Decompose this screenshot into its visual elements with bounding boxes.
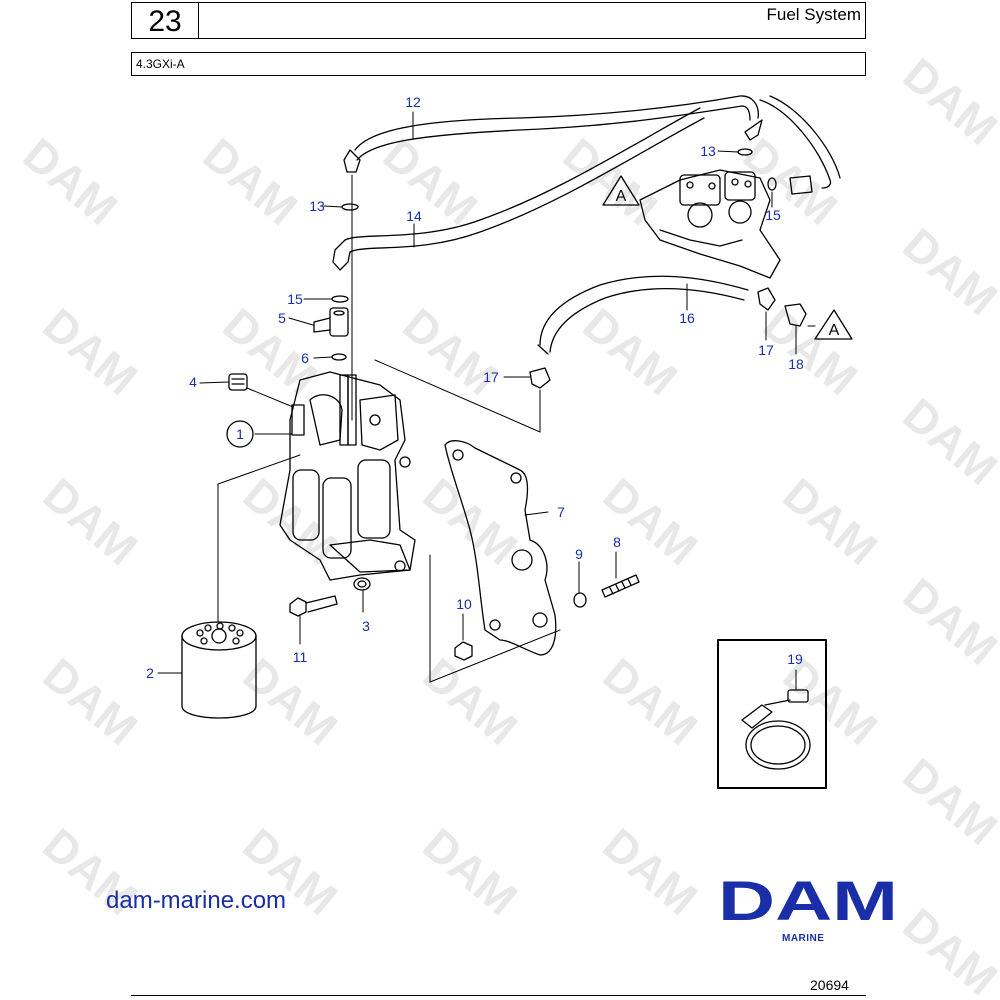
watermark-text: DAM [894, 898, 1000, 1000]
watermark-text: DAM [34, 298, 148, 405]
bottom-rule [131, 995, 866, 996]
reference-triangle-a [602, 175, 640, 206]
callout-9: 9 [575, 546, 583, 562]
fuel-filter-2 [181, 621, 257, 719]
callout-5: 5 [278, 310, 286, 326]
callout-14: 14 [406, 208, 422, 224]
o-ring-15 [331, 295, 349, 303]
watermark-text: DAM [414, 468, 528, 575]
watermark-text: DAM [414, 648, 528, 755]
callout-15: 15 [287, 291, 303, 307]
watermark-text: DAM [894, 568, 1000, 675]
fuel-hose-16 [537, 275, 749, 355]
watermark-text: DAM [594, 648, 708, 755]
callout-13: 13 [309, 198, 325, 214]
watermark-text: DAM [414, 818, 528, 925]
watermark-text: DAM [394, 298, 508, 405]
page-title: Fuel System [766, 5, 861, 24]
throttle-body-unit [639, 169, 781, 279]
reference-triangle-a [814, 309, 853, 340]
callout-15: 15 [765, 207, 781, 223]
watermark-text: DAM [894, 48, 1000, 155]
reference-letter-a: A [616, 188, 627, 205]
fuel-hose-14 [332, 107, 705, 271]
callout-16: 16 [679, 310, 695, 326]
watermark-layer: DAM DAM DAM DAM DAM DAM DAM DAM DAM DAM … [14, 48, 1000, 1000]
watermark-text: DAM [894, 388, 1000, 495]
fuel-fitting-5 [313, 307, 349, 337]
watermark-text: DAM [594, 468, 708, 575]
inset-box [717, 639, 827, 789]
o-ring-13 [341, 203, 359, 211]
hose-clamp-17 [529, 367, 551, 389]
callout-11: 11 [293, 649, 308, 665]
watermark-text: DAM [34, 648, 148, 755]
watermark-text: DAM [194, 128, 308, 235]
watermark-text: DAM [34, 468, 148, 575]
vent-cap-4 [228, 373, 248, 391]
bolt-11 [289, 595, 338, 617]
callout-13: 13 [700, 143, 716, 159]
callout-1: 1 [236, 426, 244, 442]
nut-10 [454, 641, 473, 661]
watermark-text: DAM [774, 468, 888, 575]
watermark-text: DAM [554, 128, 668, 235]
lock-washer-9 [573, 592, 587, 608]
callout-17: 17 [758, 342, 774, 358]
stud-8 [601, 574, 640, 598]
mounting-bracket-7 [444, 440, 557, 656]
dam-logo: DAM [718, 869, 898, 932]
model-name: 4.3GXi-A [136, 57, 185, 71]
callout-2: 2 [146, 665, 154, 681]
watermark-text: DAM [214, 298, 328, 405]
hose-clamp-19 [741, 689, 811, 770]
watermark-text: DAM [234, 468, 348, 575]
callout-circle [226, 420, 254, 448]
watermark-text: DAM [234, 648, 348, 755]
fitting-18 [784, 303, 807, 327]
hose-fitting [789, 175, 813, 195]
callout-3: 3 [362, 618, 370, 634]
callout-4: 4 [189, 374, 197, 390]
callout-12: 12 [405, 94, 421, 110]
o-ring-6 [331, 353, 347, 361]
callout-18: 18 [788, 356, 804, 372]
callout-17: 17 [483, 369, 499, 385]
document-number: 20694 [810, 977, 849, 993]
watermark-text: DAM [894, 218, 1000, 325]
page-number: 23 [148, 5, 182, 38]
fuel-pump-assembly [279, 371, 416, 581]
callout-10: 10 [456, 596, 472, 612]
watermark-text: DAM [894, 748, 1000, 855]
callout-6: 6 [301, 350, 309, 366]
watermark-text: DAM [594, 818, 708, 925]
o-ring-15 [767, 177, 777, 191]
reference-letter-a: A [829, 322, 840, 339]
page-number-box: 23 [131, 2, 199, 39]
logo-subtitle: MARINE [782, 933, 825, 944]
hose-clamp-17 [757, 287, 776, 311]
callout-8: 8 [613, 534, 621, 550]
page-title-box: Fuel System [198, 2, 866, 39]
leader-lines [199, 111, 816, 691]
watermark-text: DAM [574, 298, 688, 405]
assembly-lines [157, 174, 617, 683]
fuel-hose-12 [343, 95, 841, 189]
callout-19: 19 [787, 651, 803, 667]
spacer-3 [353, 577, 371, 591]
website-link[interactable]: dam-marine.com [106, 887, 287, 914]
watermark-text: DAM [14, 128, 128, 235]
model-box: 4.3GXi-A [131, 52, 866, 76]
callout-7: 7 [557, 504, 565, 520]
